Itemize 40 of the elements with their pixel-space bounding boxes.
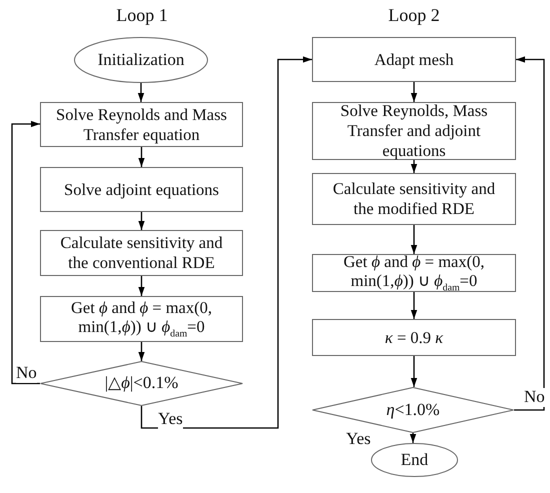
process-box <box>312 173 516 225</box>
node-text: η<1.0% <box>385 400 441 420</box>
process-box <box>312 254 516 292</box>
process-box <box>40 167 243 212</box>
arrow <box>138 276 145 296</box>
process-box <box>312 102 516 160</box>
edge-label: Yes <box>158 410 183 429</box>
arrow <box>410 292 418 319</box>
node-text: Calculate sensitivity and the modified RDE <box>332 179 496 219</box>
loop-heading: Loop 1 <box>116 5 168 26</box>
process-box <box>40 296 243 342</box>
arrow <box>140 56 312 429</box>
loop-heading: Loop 2 <box>388 5 440 26</box>
edge-label: No <box>524 388 545 407</box>
node-text: Solve Reynolds, Mass Transfer and adjoint equations <box>339 101 489 161</box>
process-box <box>40 230 243 276</box>
node-text: End <box>400 450 430 470</box>
node-text: |△ϕ|<0.1% <box>104 373 180 394</box>
process-box <box>40 102 243 147</box>
node-text: Initialization <box>96 50 186 70</box>
arrow <box>410 225 418 254</box>
arrow <box>410 160 418 173</box>
arrow <box>514 56 545 411</box>
arrow <box>138 147 145 167</box>
process-box <box>312 319 516 356</box>
process-box <box>312 37 516 82</box>
node-text: Adapt mesh <box>373 50 455 70</box>
arrow <box>11 120 40 384</box>
node-text: Calculate sensitivity and the conventional RDE <box>59 233 224 273</box>
node-text: Solve adjoint equations <box>63 180 220 200</box>
arrow <box>410 82 418 102</box>
arrow <box>410 433 416 443</box>
arrow <box>410 356 418 387</box>
arrow <box>138 212 145 230</box>
node-text: Get ϕ and ϕ = max(0, min(1,ϕ)) ∪ ϕ$_{dam}$=0 <box>70 298 213 340</box>
node-text: Get ϕ and ϕ = max(0, min(1,ϕ)) ∪ ϕ$_{dam}$=0 <box>342 252 486 294</box>
arrow <box>138 83 144 102</box>
node-text: Solve Reynolds and Mass Transfer equation <box>55 104 228 144</box>
arrow <box>138 342 145 361</box>
node-text: κ = 0.9 κ <box>384 328 444 348</box>
